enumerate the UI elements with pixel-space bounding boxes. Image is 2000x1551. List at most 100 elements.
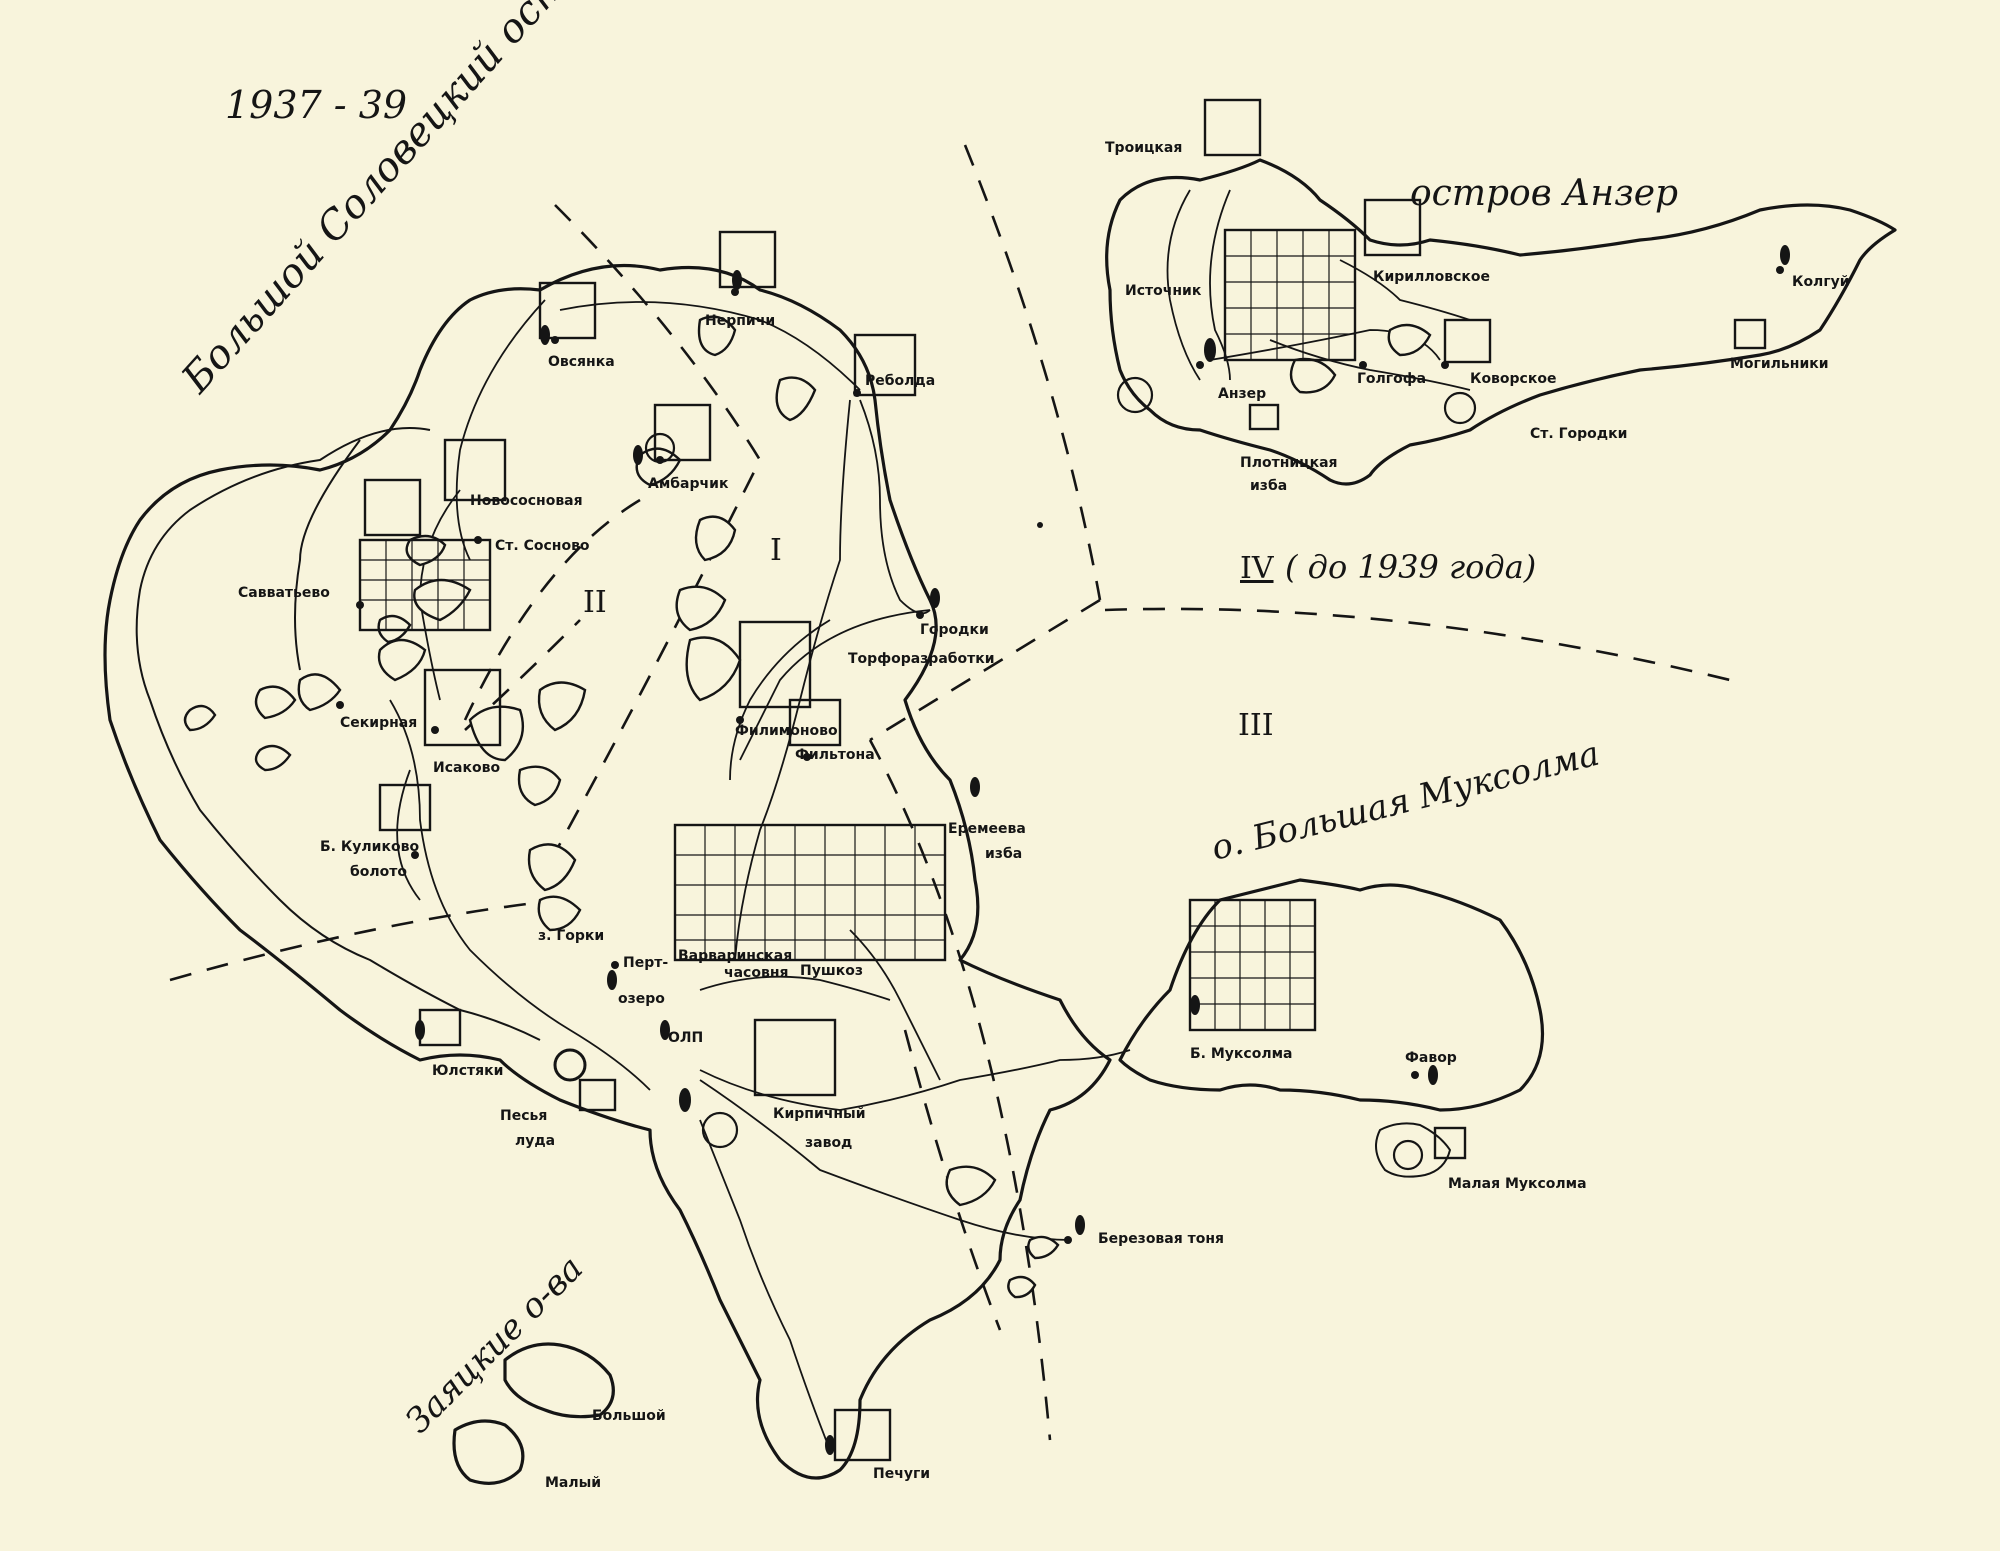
bolshaya-muksolma-island [1118,878,1545,1178]
square-camp-icon [1363,198,1422,257]
chapel-icon [679,1088,691,1112]
chapel-icon [607,970,617,990]
place-label-olp: ОЛП [668,1030,703,1046]
grid-camp-icon [1188,898,1317,1032]
place-label-malaya-muksolma: Малая Муксолма [1448,1176,1587,1192]
place-label-eremeeva: Еремеева [948,821,1026,837]
place-markers [336,245,1790,1455]
place-label-st-sosnovo: Ст. Сосново [495,538,590,554]
zone-label-iv-note: ( до 1939 года) [1285,548,1536,586]
place-label-yugostyaki: Юлстяки [432,1063,503,1079]
place-label-golgofa: Голгофа [1357,371,1426,387]
place-label-pechugi: Печуги [873,1466,930,1482]
place-label-torforazrabotki: Торфоразработки [848,651,995,667]
zone-label-ii: II [583,585,607,620]
place-label-plotnitskaya-2: изба [1250,478,1287,494]
chapel-icon [633,445,643,465]
grid-camp-icon [673,823,947,962]
chapel-icon [415,1020,425,1040]
chapel-icon [540,325,550,345]
place-label-varvarinskaya: Варваринская [678,948,792,964]
zone-label-iv: IV [1240,551,1275,586]
square-camp-icon [538,281,597,340]
square-camp-icon [443,438,507,502]
zayatskie-islands [452,1342,615,1485]
place-label-maly: Малый [545,1475,601,1491]
square-camp-icon [363,478,422,537]
anzer-island [1105,158,1897,486]
place-label-nerpichi: Нерпичи [705,313,775,329]
square-camp-icon [788,698,842,747]
grid-camp-icon [1223,228,1357,362]
zone-label-i: I [770,533,782,568]
place-label-ovsyanka: Овсянка [548,354,615,370]
chapel-icon [1428,1065,1438,1085]
place-label-anzer: Анзер [1218,386,1266,402]
place-label-kirpichny-2: завод [805,1135,852,1151]
square-camp-icon [1443,318,1492,364]
place-label-pushkoy: Пушкоз [800,963,863,979]
chapel-icon [732,270,742,290]
map-years: 1937 - 39 [225,83,407,127]
square-camp-icon [718,230,777,289]
square-camp-icon [753,1018,837,1097]
bolshoy-solovetsky-island [103,263,1131,1480]
square-camps [363,98,1767,1462]
place-label-gorodki: Городки [920,622,989,638]
place-label-pert: Перт- [623,955,668,971]
place-label-novososnovaya: Новососновая [470,493,583,509]
chapel-icon [1204,338,1216,362]
square-camp-icon [578,1078,617,1112]
place-label-z-gorki: з. Горки [538,928,604,944]
chapel-icon [1780,245,1790,265]
square-camp-icon [1248,403,1280,431]
place-label-b-kulikovo-2: болото [350,864,407,880]
island-label-anzer: остров Анзер [1410,173,1678,214]
square-camp-icon [653,403,712,462]
square-camp-icon [1733,318,1767,350]
chapel-icon [1190,995,1200,1015]
chapel-icon [825,1435,835,1455]
place-label-b-kulikovo: Б. Куликово [320,839,419,855]
place-label-rebolda: Реболда [865,373,935,389]
zone-labels: I II III IV ( до 1939 года) [583,533,1536,743]
grid-camp-icon [358,538,492,632]
place-label-st-gorodki: Ст. Городки [1530,426,1627,442]
place-label-sekirnaya: Секирная [340,715,417,731]
place-label-varvarinskaya-2: часовня [724,965,789,981]
cemetery-icon [1116,376,1154,414]
place-label-isakovo: Исаково [433,760,500,776]
cemetery-icon [644,432,676,464]
square-camp-icon [853,333,917,397]
square-camp-icon [1203,98,1262,157]
place-label-mogilniki: Могильники [1730,356,1829,372]
chapel-icon [660,1020,670,1040]
place-label-pesya: Песья [500,1108,547,1124]
place-label-plotnitskaya: Плотницкая [1240,455,1338,471]
cemetery-icon [1443,391,1477,425]
place-label-troitskaya: Троицкая [1105,140,1182,156]
place-label-pesya-2: луда [515,1133,555,1149]
place-label-favor: Фавор [1405,1050,1457,1066]
place-label-bolshoy: Большой [592,1408,666,1424]
place-label-kovorskoe: Коворское [1470,371,1556,387]
square-camp-icon [378,783,432,832]
place-label-filtonka: Фильтона [795,747,875,763]
place-label-pert-2: озеро [618,991,665,1007]
place-label-eremeeva-2: изба [985,846,1022,862]
square-camp-icon [738,620,812,709]
place-label-berezovaya: Березовая тоня [1098,1231,1224,1247]
square-camp-icon [833,1408,892,1462]
place-label-kirpichny: Кирпичный [773,1106,866,1122]
chapel-icon [1075,1215,1085,1235]
place-label-kirillovskoe: Кирилловское [1373,269,1490,285]
place-label-istochnik: Источник [1125,283,1202,299]
place-label-filimonovo: Филимоново [735,723,838,739]
place-label-b-muksolma: Б. Муксолма [1190,1046,1292,1062]
chapel-icon [970,777,980,797]
square-camp-icon [423,668,502,747]
chapel-icon [930,588,940,608]
cemetery-icon [701,1111,739,1149]
